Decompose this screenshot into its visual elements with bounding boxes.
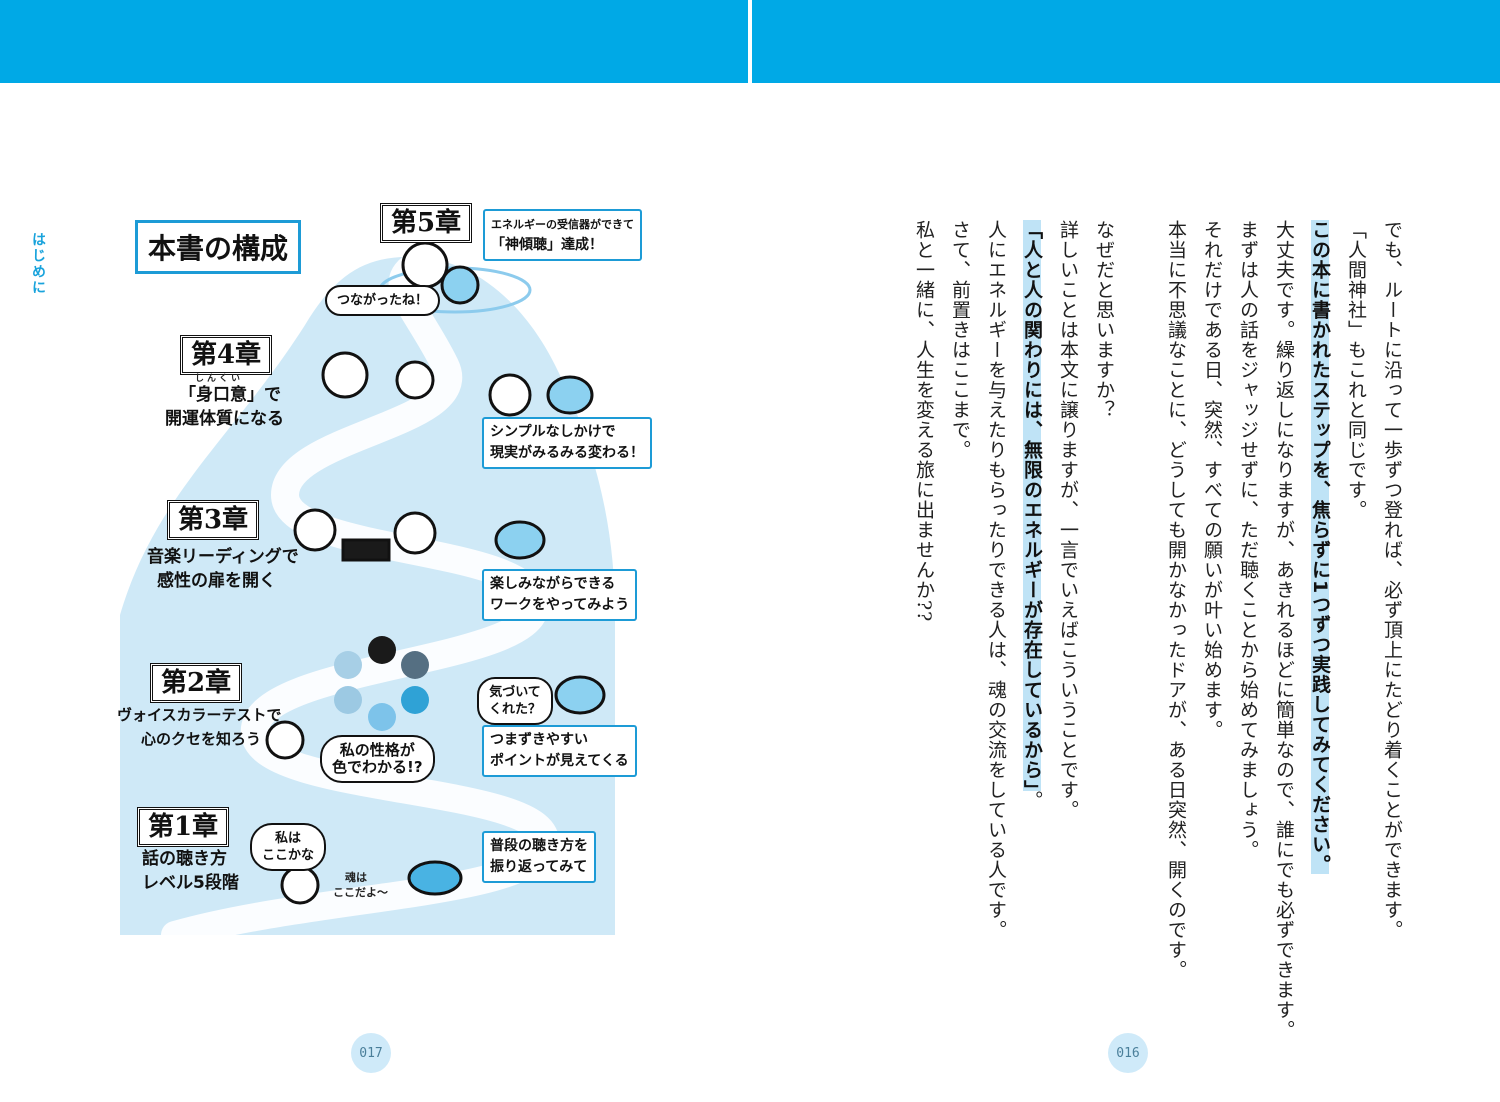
- chapter-5-label: 第5章: [380, 203, 473, 243]
- blank-line: [1122, 220, 1158, 1040]
- paragraph: さて、前置きはここまで。: [949, 220, 971, 460]
- page-number-right: 016: [1108, 1033, 1148, 1073]
- chapter-4-note: シンプルなしかけで 現実がみるみる変わる！: [482, 417, 652, 469]
- chapter2-figures: [265, 675, 606, 760]
- illustration-title: 本書の構成: [135, 220, 302, 274]
- voice-color-dots: [334, 636, 429, 731]
- body-text: でも、ルートに沿って一歩ずつ登れば、必ず頂上にたどり着くことができます。 「人間…: [906, 220, 1410, 1040]
- highlight-paragraph: 「人と人の関わりには、無限のエネルギーが存在しているから」。: [1014, 220, 1050, 1040]
- chapter-1-label: 第1章: [137, 807, 230, 847]
- chapter-2-caption: ヴォイスカラーテストで 心のクセを知ろう: [117, 706, 282, 748]
- paragraph: なぜだと思いますか？: [1093, 220, 1115, 420]
- paragraph: 私と一緒に、人生を変える旅に出ませんか??: [913, 220, 935, 623]
- paragraph: それだけである日、突然、すべての願いが叶い始めます。: [1201, 220, 1223, 740]
- chapter-4-label: 第4章: [180, 335, 273, 375]
- chapter-2-note: つまずきやすい ポイントが見えてくる: [482, 725, 637, 777]
- header-bar-left: [0, 0, 748, 83]
- header-bar-right: [752, 0, 1500, 83]
- summit-figures: [401, 241, 480, 305]
- paragraph: まずは人の話をジャッジせずに、ただ聴くことから始めてみましょう。: [1237, 220, 1259, 860]
- highlight-paragraph: この本に書かれたステップを、焦らずに1つずつ実践してみてください。: [1302, 220, 1338, 1040]
- paragraph: 人にエネルギーを与えたりもらったりできる人は、魂の交流をしている人です。: [985, 220, 1007, 940]
- chapter-3-note: 楽しみながらできる ワークをやってみよう: [482, 569, 638, 621]
- paragraph: 詳しいことは本文に譲りますが、一言でいえばこういうことです。: [1057, 220, 1079, 820]
- running-head: はじめに: [30, 232, 46, 296]
- chapter1-figures: [280, 860, 463, 905]
- highlight-text: この本に書かれたステップを、焦らずに1つずつ実践してみてください。: [1309, 220, 1331, 875]
- book-structure-illustration: 本書の構成 第5章 エネルギーの受信器ができて 「神傾聴」達成！ つながったね！…: [115, 195, 652, 940]
- chapter-4-caption: 「身口意」で 開運体質になる: [165, 385, 284, 429]
- chapter-3-label: 第3章: [167, 500, 260, 540]
- chapter4-figures: [321, 351, 594, 417]
- paragraph: 本当に不思議なことに、どうしても開かなかったドアが、ある日突然、開くのです。: [1165, 220, 1187, 980]
- chapter-1-bubble: 私は ここかな: [250, 823, 327, 871]
- chapter-2-label: 第2章: [150, 663, 243, 703]
- highlight-suffix: 。: [1021, 790, 1043, 811]
- chapter-3-caption: 音楽リーディングで 感性の扉を開く: [147, 547, 299, 591]
- chapter-5-note: エネルギーの受信器ができて 「神傾聴」達成！: [483, 209, 642, 261]
- paragraph: でも、ルートに沿って一歩ずつ登れば、必ず頂上にたどり着くことができます。: [1381, 220, 1403, 940]
- highlight-text: 「人と人の関わりには、無限のエネルギーが存在しているから」: [1021, 220, 1043, 791]
- chapter3-figures: [293, 508, 546, 562]
- chapter-4-ruby: しんくい: [195, 374, 244, 384]
- paragraph: 大丈夫です。繰り返しになりますが、あきれるほどに簡単なので、誰にでも必ずできます…: [1273, 220, 1295, 1040]
- chapter-2-bubble: 私の性格が 色でわかる!?: [320, 735, 435, 783]
- chapter-1-soul-text: 魂は ここだよ〜: [333, 871, 388, 899]
- chapter-1-note: 普段の聴き方を 振り返ってみて: [482, 831, 596, 883]
- chapter-5-bubble: つながったね！: [325, 285, 441, 316]
- chapter-2-soul-bubble: 気づいて くれた？: [477, 677, 554, 725]
- page-number-left: 017: [351, 1033, 391, 1073]
- paragraph: 「人間神社」もこれと同じです。: [1345, 220, 1367, 520]
- chapter-1-caption: 話の聴き方 レベル5段階: [142, 849, 239, 893]
